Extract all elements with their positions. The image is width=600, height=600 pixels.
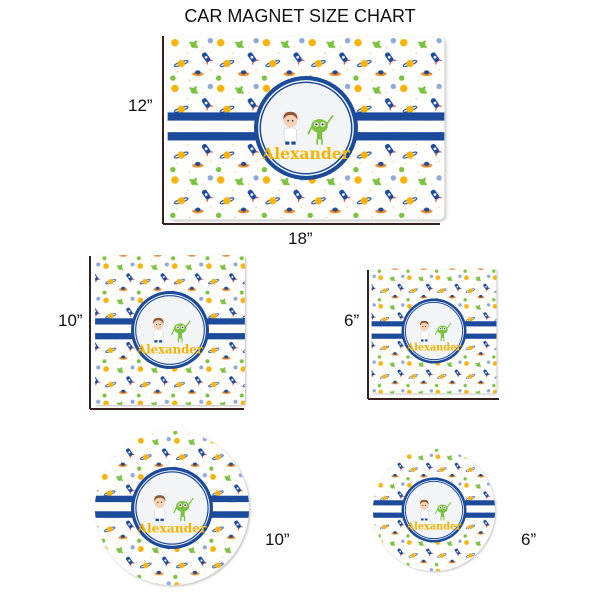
name-text: Alexander bbox=[136, 521, 207, 536]
rect-height-label: 12” bbox=[128, 96, 153, 115]
dimension-lines bbox=[89, 36, 499, 410]
rect-width-label: 18” bbox=[288, 229, 313, 248]
magnet-square-6: Alexander bbox=[371, 268, 497, 394]
square-6-label: 6” bbox=[344, 311, 360, 330]
circle-10-label: 10” bbox=[265, 530, 290, 549]
magnet-rectangle-18x12: Alexander bbox=[167, 36, 445, 220]
magnet-circle-6: Alexander bbox=[372, 448, 496, 572]
square-10-label: 10” bbox=[58, 311, 83, 330]
name-text: Alexander bbox=[406, 343, 463, 354]
circle-6-label: 6” bbox=[521, 530, 537, 549]
magnet-circle-10: Alexander bbox=[94, 430, 250, 586]
chart-title: CAR MAGNET SIZE CHART bbox=[184, 6, 416, 26]
name-text: Alexander bbox=[136, 342, 204, 356]
name-text: Alexander bbox=[261, 144, 351, 163]
magnet-square-10: Alexander bbox=[95, 255, 245, 405]
name-text: Alexander bbox=[406, 522, 463, 533]
